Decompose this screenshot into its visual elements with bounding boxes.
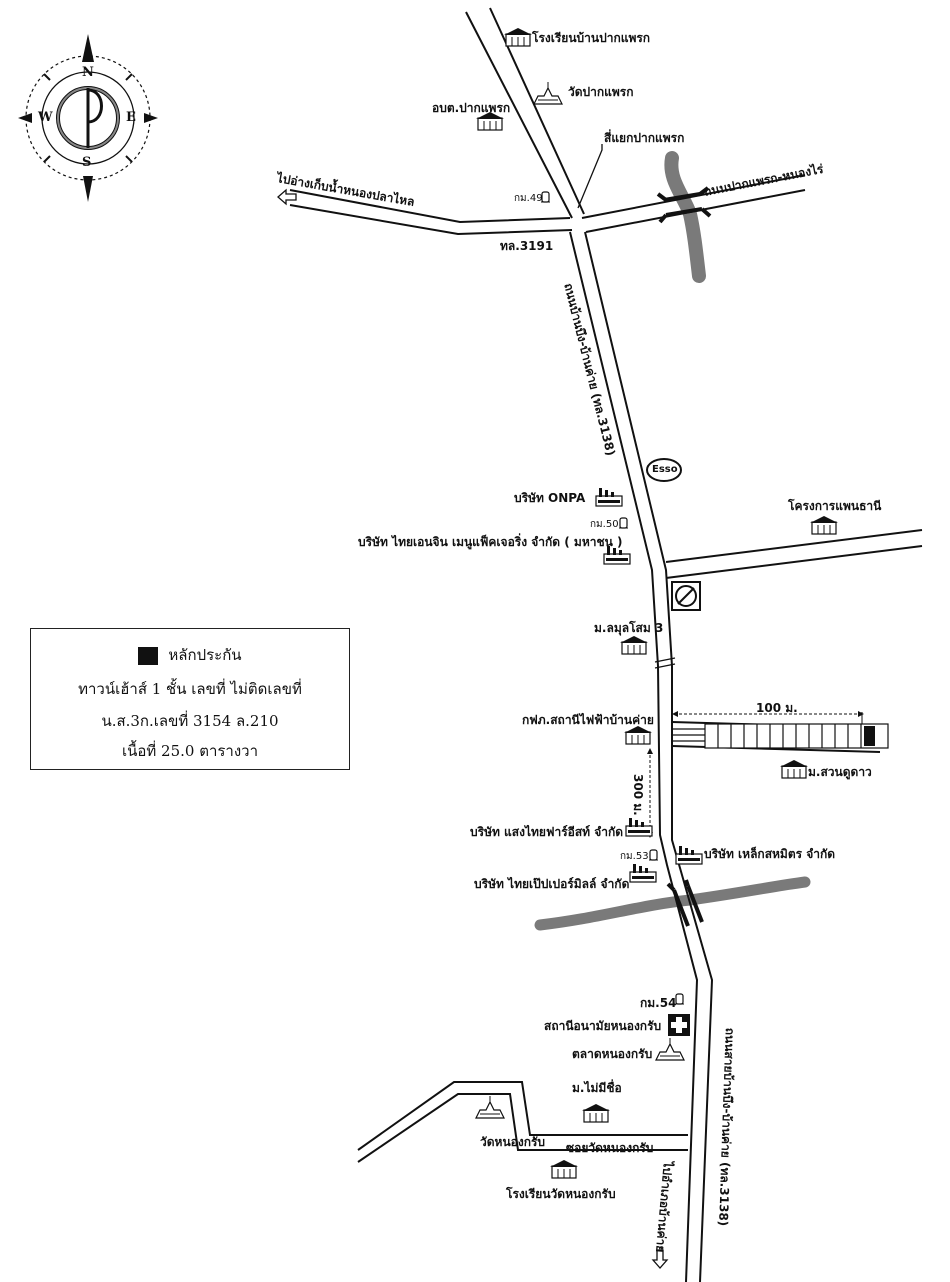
lek-label: บริษัท เหล็กสหมิตร จำกัด xyxy=(704,847,836,861)
road-break xyxy=(654,657,676,669)
thai-engine-label: บริษัท ไทยเอนจิน เมนูแฟ็คเจอริ่ง จำกัด (… xyxy=(358,535,623,549)
legend-line-3: เนื้อที่ 25.0 ตารางวา xyxy=(121,742,259,760)
onpa-label: บริษัท ONPA xyxy=(514,491,586,505)
unnamed-village-house-icon xyxy=(581,1103,611,1123)
school-pak-phraek-icon xyxy=(503,27,533,47)
suan-dudao-label: ม.สวนดูดาว xyxy=(808,765,872,779)
legend-symbol-label: หลักประกัน xyxy=(168,646,242,664)
suan-dudao-house-icon xyxy=(779,759,809,779)
unnamed-village-label: ม.ไม่มีชื่อ xyxy=(572,1081,622,1095)
wat-nong-krap-icon xyxy=(475,1095,505,1119)
soi-wat-label: ซอยวัดหนองกรับ xyxy=(566,1141,654,1155)
market-label: ตลาดหนองกรับ xyxy=(572,1047,653,1061)
km-49-label: กม.49 xyxy=(514,193,543,204)
junction-label: สี่แยกปากแพรก xyxy=(604,131,685,145)
bridge-south xyxy=(666,879,704,927)
canal-north xyxy=(664,151,706,283)
school-pak-phraek-label: โรงเรียนบ้านปากแพรก xyxy=(532,31,651,45)
lumulsom-label: ม.ลมุลโสม 3 xyxy=(594,621,664,635)
compass-south-label: S xyxy=(82,155,92,170)
bridge-north xyxy=(656,186,712,224)
legend-line-1: ทาวน์เฮ้าส์ 1 ชั้น เลขที่ ไม่ติดเลขที่ xyxy=(78,680,302,698)
health-cross-icon xyxy=(668,1014,690,1036)
lek-factory-icon xyxy=(675,845,703,865)
collateral-swatch xyxy=(138,647,159,665)
km-50-icon xyxy=(618,517,629,529)
lumulsom-house-icon xyxy=(619,635,649,655)
health-label: สถานีอนามัยหนองกรับ xyxy=(544,1019,662,1033)
km-54-label: กม.54 xyxy=(640,996,677,1010)
obt-pak-phraek-label: อบต.ปากแพรก xyxy=(432,101,511,115)
collateral-unit[interactable] xyxy=(864,726,875,746)
townhouse-rows xyxy=(672,723,889,749)
compass-east-label: E xyxy=(126,110,136,125)
compass-north-label: N xyxy=(82,65,94,80)
legend-line-2: น.ส.3ก.เลขที่ 3154 ล.210 xyxy=(101,712,279,730)
phanthani-label: โครงการแพนธานี xyxy=(788,499,882,513)
sangthai-label: บริษัท แสงไทยฟาร์อีสท์ จำกัด xyxy=(470,825,624,839)
distance-100m-label: 100 ม. xyxy=(756,701,798,715)
esso-station-icon xyxy=(646,458,682,482)
paper-label: บริษัท ไทยเป๊ปเปอร์มิลล์ จำกัด xyxy=(474,877,630,891)
market-icon xyxy=(655,1037,685,1061)
km-50-label: กม.50 xyxy=(590,519,619,530)
paper-factory-icon xyxy=(629,863,657,883)
onpa-factory-icon xyxy=(595,487,623,507)
distance-300m-label: 300 ม. xyxy=(631,774,645,816)
south-arrow xyxy=(651,1249,669,1269)
phanthani-house-icon xyxy=(809,515,839,535)
school-nong-krap-label: โรงเรียนวัดหนองกรับ xyxy=(506,1187,616,1201)
prohibited-sign-icon xyxy=(671,581,701,611)
wat-pak-phraek-icon xyxy=(533,81,563,105)
legend-symbol-row: หลักประกัน xyxy=(31,643,349,667)
route-3191-label: ทล.3191 xyxy=(500,239,554,253)
wat-pak-phraek-label: วัดปากแพรก xyxy=(568,85,634,99)
reservoir-arrow xyxy=(277,188,297,206)
compass-west-label: W xyxy=(38,110,53,125)
km-53-label: กม.53 xyxy=(620,851,649,862)
pea-label: กฟภ.สถานีไฟฟ้าบ้านค่าย xyxy=(522,713,654,727)
wat-nong-krap-label: วัดหนองกรับ xyxy=(480,1135,546,1149)
compass-rose xyxy=(18,34,158,202)
junction-leader xyxy=(577,144,603,209)
school-nong-krap-icon xyxy=(549,1159,579,1179)
km-53-icon xyxy=(648,849,659,861)
esso-label: Esso xyxy=(652,464,678,475)
legend-box: หลักประกัน ทาวน์เฮ้าส์ 1 ชั้น เลขที่ ไม่… xyxy=(30,628,350,770)
sangthai-factory-icon xyxy=(625,817,653,837)
pea-station-icon xyxy=(623,725,653,745)
